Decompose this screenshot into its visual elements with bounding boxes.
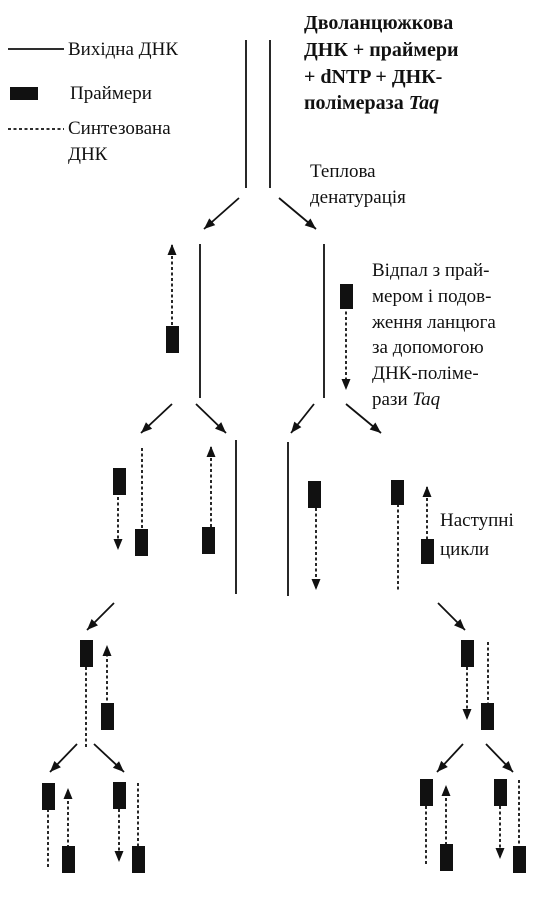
- annealing-line-1: Відпал з прай-: [372, 260, 489, 281]
- step-arrowhead-9: [50, 760, 61, 772]
- primer-block-13: [42, 783, 55, 810]
- primer-block-6: [308, 481, 321, 508]
- step-arrowhead-12: [502, 760, 513, 772]
- primer-block-14: [62, 846, 75, 873]
- step-arrowhead-11: [437, 760, 448, 772]
- next-cycles-line-1: Наступні: [440, 510, 514, 531]
- next-cycles-line-2: цикли: [440, 539, 489, 560]
- synthesis-arrowhead-11: [441, 785, 451, 796]
- primer-block-19: [494, 779, 507, 806]
- synthesis-arrowhead-8: [462, 709, 472, 720]
- synthesis-arrowhead-2: [341, 379, 351, 390]
- synthesis-arrowhead-4: [206, 446, 216, 457]
- reaction-mix-taq: Taq: [409, 92, 439, 114]
- denaturation-label: Теплова денатурація: [310, 161, 406, 208]
- reaction-mix-line-3: + dNTP + ДНК-: [304, 66, 442, 88]
- step-arrowhead-2: [304, 218, 316, 229]
- synthesis-arrowhead-3: [113, 539, 123, 550]
- annealing-line-3: ження ланцюга: [371, 312, 496, 333]
- primer-block-10: [101, 703, 114, 730]
- primer-block-18: [440, 844, 453, 871]
- annealing-line-4: за допомогою: [372, 337, 484, 358]
- step-arrowhead-6: [369, 422, 381, 433]
- legend-original-dna-label: Вихідна ДНК: [68, 39, 178, 60]
- denaturation-line-1: Теплова: [310, 161, 376, 182]
- primer-block-8: [421, 539, 434, 564]
- legend-primers-label: Праймери: [70, 83, 152, 104]
- step-arrowhead-5: [291, 421, 302, 433]
- primer-block-7: [391, 480, 404, 505]
- legend-synthesized-label-1: Синтезована: [68, 118, 171, 139]
- primer-block-16: [132, 846, 145, 873]
- synthesis-arrowhead-12: [495, 848, 505, 859]
- primer-block-12: [481, 703, 494, 730]
- synthesis-arrowhead-5: [311, 579, 321, 590]
- next-cycles-label: Наступні цикли: [440, 510, 514, 560]
- step-arrows: [49, 197, 514, 862]
- step-arrowhead-8: [454, 619, 465, 630]
- annealing-line-6: рази Taq: [372, 389, 441, 410]
- primer-block-11: [461, 640, 474, 667]
- step-arrowhead-1: [204, 218, 216, 229]
- legend-primer-symbol: [10, 87, 38, 100]
- step-arrowhead-4: [214, 422, 226, 433]
- primer-blocks: [42, 284, 526, 873]
- synthesis-arrowhead-7: [102, 645, 112, 656]
- step-arrowhead-7: [87, 619, 98, 630]
- primer-block-3: [113, 468, 126, 495]
- reaction-mix-line-4-prefix: полімераза: [304, 92, 409, 114]
- primer-block-5: [202, 527, 215, 554]
- legend-synthesized-label-2: ДНК: [68, 144, 108, 165]
- primer-block-2: [340, 284, 353, 309]
- denaturation-line-2: денатурація: [310, 187, 406, 208]
- annealing-line-5: ДНК-полімe-: [372, 363, 479, 384]
- primer-block-20: [513, 846, 526, 873]
- synthesis-arrowhead-9: [63, 788, 73, 799]
- dna-strands: [47, 40, 520, 867]
- primer-block-4: [135, 529, 148, 556]
- reaction-mix-line-1: Дволанцюжкова: [304, 12, 453, 34]
- annealing-line-2: мером і подов-: [372, 286, 491, 307]
- reaction-mix-line-4: полімераза Taq: [304, 92, 439, 114]
- primer-block-1: [166, 326, 179, 353]
- annealing-label: Відпал з прай- мером і подов- ження ланц…: [371, 260, 496, 410]
- legend: Вихідна ДНК Праймери Синтезована ДНК: [8, 39, 178, 165]
- reaction-mix-line-2: ДНК + праймери: [304, 39, 459, 61]
- primer-block-17: [420, 779, 433, 806]
- synthesis-arrowhead-6: [422, 486, 432, 497]
- primer-block-9: [80, 640, 93, 667]
- step-arrowhead-10: [112, 761, 124, 772]
- reaction-mix-text: Дволанцюжкова ДНК + праймери + dNTP + ДН…: [304, 12, 459, 114]
- synthesis-arrowhead-10: [114, 851, 124, 862]
- annealing-taq: Taq: [412, 389, 440, 410]
- step-arrowhead-3: [141, 422, 153, 433]
- annealing-line-6-prefix: рази: [372, 389, 412, 410]
- primer-block-15: [113, 782, 126, 809]
- synthesis-arrowhead-1: [167, 244, 177, 255]
